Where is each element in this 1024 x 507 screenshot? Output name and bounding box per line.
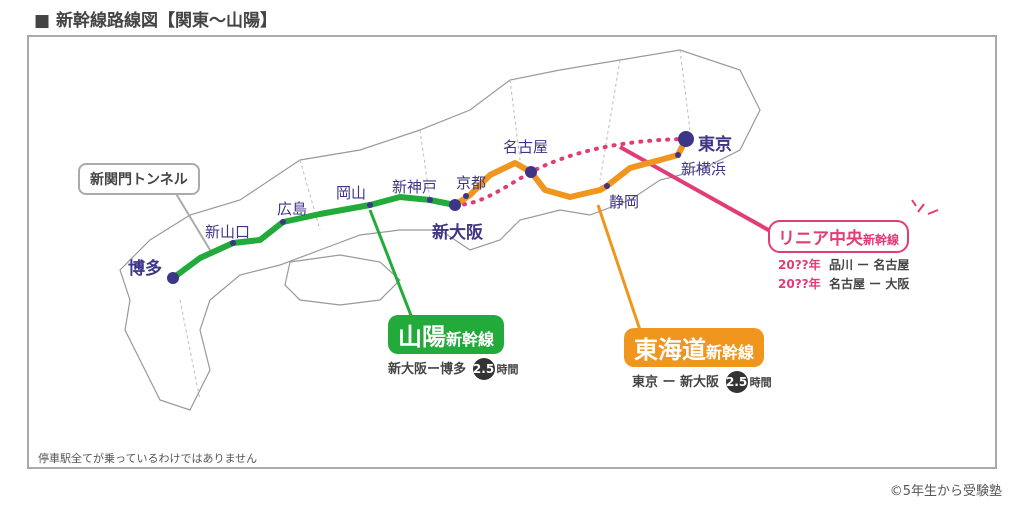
sanyo-unit: 時間 <box>496 363 519 376</box>
sanyo-suffix: 新幹線 <box>446 330 495 349</box>
tokaido-leader <box>596 204 642 331</box>
linear-year-2: 20??年 <box>778 277 821 291</box>
station-shinyamaguchi: 新山口 <box>205 223 251 241</box>
land-outline <box>119 49 761 411</box>
sanyo-leader <box>368 209 414 319</box>
sanyo-line <box>171 194 456 281</box>
station-kyoto: 京都 <box>456 174 487 192</box>
station-hakata: 博多 <box>128 259 162 279</box>
linear-legend: リニア中央新幹線 20??年 品川 ー 名古屋 20??年 名古屋 ー 大阪 <box>768 220 909 292</box>
footnote: 停車駅全てが乗っているわけではありません <box>38 452 258 465</box>
tunnel-label: 新関門トンネル <box>78 163 200 195</box>
linear-route-2: 名古屋 ー 大阪 <box>828 277 910 291</box>
station-shinosaka: 新大阪 <box>432 223 483 243</box>
station-shizuoka: 静岡 <box>609 193 640 211</box>
station-shinkobe: 新神戸 <box>392 178 438 196</box>
sanyo-name: 山陽 <box>398 323 446 351</box>
station-dots <box>167 131 694 284</box>
station-hiroshima: 広島 <box>277 200 308 218</box>
sanyo-hours: 2.5 <box>472 358 495 380</box>
tokaido-unit: 時間 <box>749 376 772 389</box>
station-nagoya: 名古屋 <box>503 138 549 156</box>
linear-route-1: 品川 ー 名古屋 <box>828 258 910 272</box>
tokaido-suffix: 新幹線 <box>706 343 755 362</box>
linear-name: リニア中央 <box>778 229 863 249</box>
station-tokyo: 東京 <box>698 135 732 155</box>
tokaido-route: 東京 ー 新大阪 <box>632 375 720 390</box>
linear-suffix: 新幹線 <box>863 233 900 247</box>
map-frame <box>27 35 997 469</box>
tokaido-hours: 2.5 <box>725 371 748 393</box>
page-title: ■ 新幹線路線図【関東〜山陽】 <box>34 11 277 31</box>
tokaido-name: 東海道 <box>634 336 706 364</box>
tokaido-line <box>453 137 689 208</box>
linear-year-1: 20??年 <box>778 258 821 272</box>
station-shinyokohama: 新横浜 <box>681 160 727 178</box>
station-okayama: 岡山 <box>336 184 367 202</box>
tunnel-leader <box>174 191 211 251</box>
copyright: ©5年生から受験塾 <box>889 484 1002 499</box>
sanyo-route: 新大阪ー博多 <box>388 362 467 377</box>
